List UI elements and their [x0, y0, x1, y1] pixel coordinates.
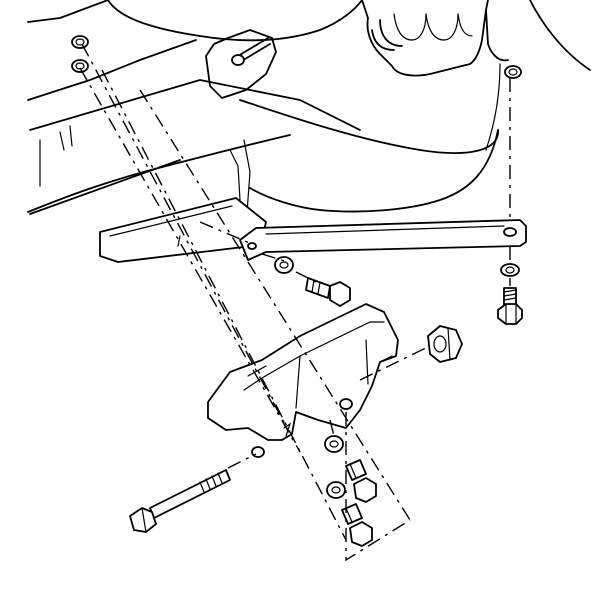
alignment-lines	[79, 43, 511, 562]
strut-rod	[239, 219, 527, 261]
hose-fitting	[205, 29, 277, 99]
right-bolt	[497, 287, 523, 325]
bolt-2	[341, 503, 373, 547]
washer-2	[326, 481, 346, 499]
transmission-housing	[361, 0, 591, 151]
mounting-bracket	[207, 303, 399, 458]
rod-bolt	[305, 277, 351, 307]
rod-washer	[274, 256, 294, 274]
bolt-1	[345, 459, 377, 503]
washer-1	[324, 435, 344, 453]
support-bar	[99, 197, 267, 263]
flange-nut	[427, 325, 463, 363]
upper-washer	[504, 65, 522, 79]
long-bolt	[129, 469, 231, 533]
frame-holes	[71, 35, 89, 73]
right-washer	[500, 263, 520, 277]
